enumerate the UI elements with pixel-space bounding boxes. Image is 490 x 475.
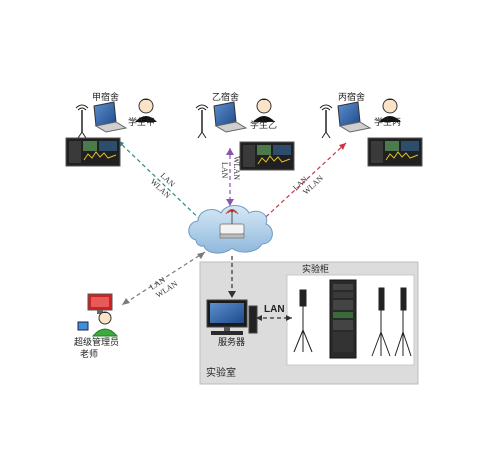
link-admin [121,251,206,306]
monitor-screen [239,141,295,171]
student-avatar-icon [253,98,275,122]
tripod-right [394,287,412,357]
dorm-3 [319,98,423,167]
dorm3-student: 学生丙 [374,118,402,128]
dorm-2 [195,98,295,171]
dorm2-wlan-label: WLAN [232,156,241,180]
server-label: 服务器 [218,338,246,348]
cloud-router [188,205,273,254]
tripod-left [293,289,313,353]
server-computer [206,299,258,335]
tripod-mid [371,287,391,357]
student-avatar-icon [135,98,157,122]
dorm3-name: 丙宿舍 [338,93,366,103]
wifi-antenna-icon [75,104,89,139]
dorm1-student: 学生甲 [128,118,156,128]
monitor-screen [367,137,423,167]
admin-subtitle: 老师 [80,350,99,360]
server-rack [329,279,357,359]
student-avatar-icon [379,98,401,122]
laptop-icon [93,101,128,133]
laptop-icon [337,101,372,133]
admin-station [77,293,119,337]
dorm-1 [65,98,157,167]
laptop-icon [213,101,248,133]
monitor-screen [65,137,121,167]
dorm2-name: 乙宿舍 [212,93,240,103]
cabinet-label: 实验柜 [302,265,330,275]
wifi-antenna-icon [319,104,333,139]
dorm2-student: 学生乙 [250,121,278,131]
lab-lan-label: LAN [264,304,285,315]
wifi-antenna-icon [195,104,209,139]
admin-avatar-icon [91,311,119,337]
lab-room-label: 实验室 [206,368,236,379]
dorm2-lan-label: LAN [220,162,229,179]
admin-title: 超级管理员 [74,338,120,348]
dorm1-name: 甲宿舍 [92,93,120,103]
admin-monitor-icon [87,293,113,314]
admin-desk-icon [77,321,89,331]
lab-equipment [293,279,412,359]
